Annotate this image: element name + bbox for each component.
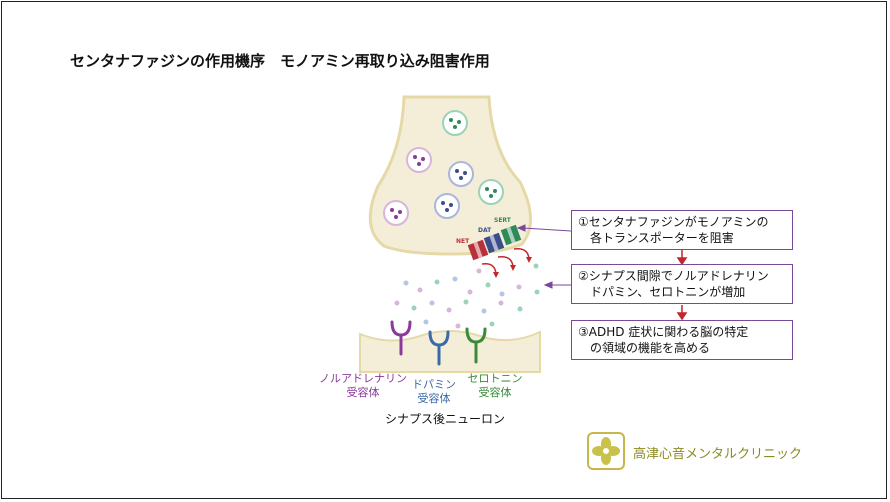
net-label: NET (456, 238, 470, 245)
receptor-dopamine (428, 330, 450, 366)
receptor-serotonin (465, 327, 487, 364)
transporter-dat (483, 232, 505, 254)
pointer-lines (516, 224, 572, 289)
step-1-line-1: ①センタナファジンがモノアミンの (578, 215, 769, 229)
clinic-logo-icon (587, 432, 625, 470)
slide-title: センタナファジンの作用機序 モノアミン再取り込み阻害作用 (70, 52, 490, 70)
step-2-box: ②シナプス間隙でノルアドレナリン ドパミン、セロトニンが増加 (571, 264, 793, 304)
transporter-net (467, 239, 489, 261)
neurotransmitters (394, 263, 540, 329)
step-1-line-2: 各トランスポーターを阻害 (590, 231, 734, 245)
step-2-line-1: ②シナプス間隙でノルアドレナリン (578, 269, 769, 283)
receptor-label-dopamine: ドパミン 受容体 (412, 378, 456, 405)
step-1-box: ①センタナファジンがモノアミンの 各トランスポーターを阻害 (571, 210, 793, 250)
postsynaptic-label: シナプス後ニューロン (385, 412, 506, 426)
flow-arrows (676, 250, 688, 321)
step-3-box: ③ADHD 症状に関わる脳の特定 の領域の機能を高める (571, 320, 793, 360)
transporter-sert (500, 224, 522, 246)
postsynaptic-neuron (359, 330, 541, 373)
dat-label: DAT (478, 227, 492, 234)
receptor-label-serotonin: セロトニン 受容体 (467, 372, 523, 399)
step-2-line-2: ドパミン、セロトニンが増加 (590, 285, 746, 299)
clinic-name: 高津心音メンタルクリニック (633, 447, 803, 462)
receptor-label-noradrenaline: ノルアドレナリン 受容体 (319, 372, 407, 399)
vesicles (383, 110, 504, 226)
step-3-line-2: の領域の機能を高める (590, 341, 711, 355)
receptor-noradrenaline (390, 320, 412, 356)
step-3-line-1: ③ADHD 症状に関わる脳の特定 (578, 325, 749, 339)
sert-label: SERT (494, 217, 512, 224)
